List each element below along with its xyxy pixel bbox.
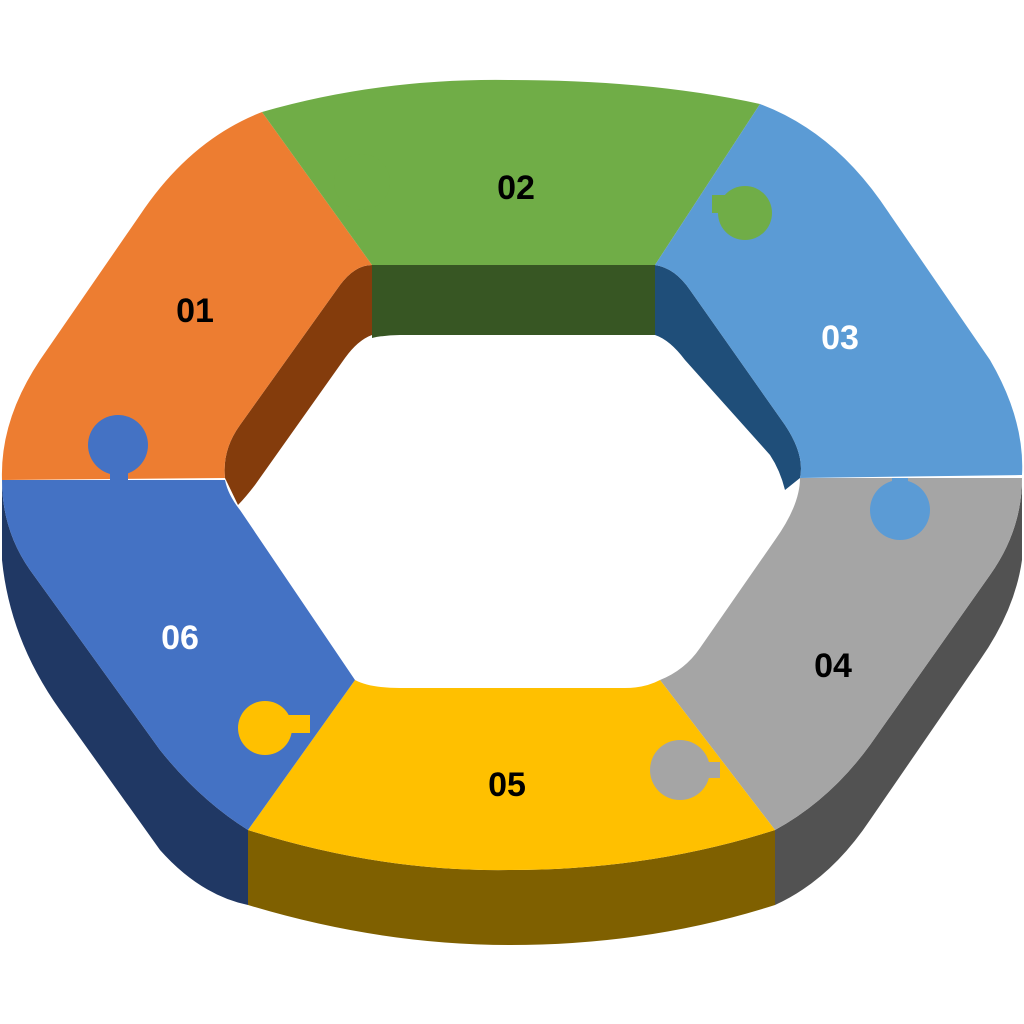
tab-06-knob: [238, 701, 292, 755]
tab-03-knob: [718, 186, 772, 240]
segment-05-label: 05: [488, 766, 526, 804]
tab-04-knob: [870, 480, 930, 540]
tab-05-knob: [650, 740, 710, 800]
segment-04-label: 04: [814, 647, 852, 685]
segment-01-inner-side: [224, 265, 372, 505]
segment-04-side: [775, 478, 1022, 905]
segment-06-side: [2, 480, 248, 905]
segment-04: [660, 478, 1022, 830]
segment-01-label: 01: [176, 292, 214, 330]
segment-05-side: [248, 830, 775, 945]
segment-03-inner-side: [655, 265, 801, 490]
tab-01-knob: [88, 415, 148, 475]
tab-02-knob: [334, 154, 390, 210]
puzzle-tabs: [88, 154, 930, 800]
segment-02-inner-side: [372, 262, 655, 338]
segment-02: [262, 79, 760, 265]
segment-05: [248, 680, 775, 871]
segment-06-label: 06: [161, 619, 199, 657]
segment-01: [1, 112, 373, 480]
segment-03-label: 03: [821, 319, 859, 357]
segment-02-label: 02: [497, 169, 535, 207]
